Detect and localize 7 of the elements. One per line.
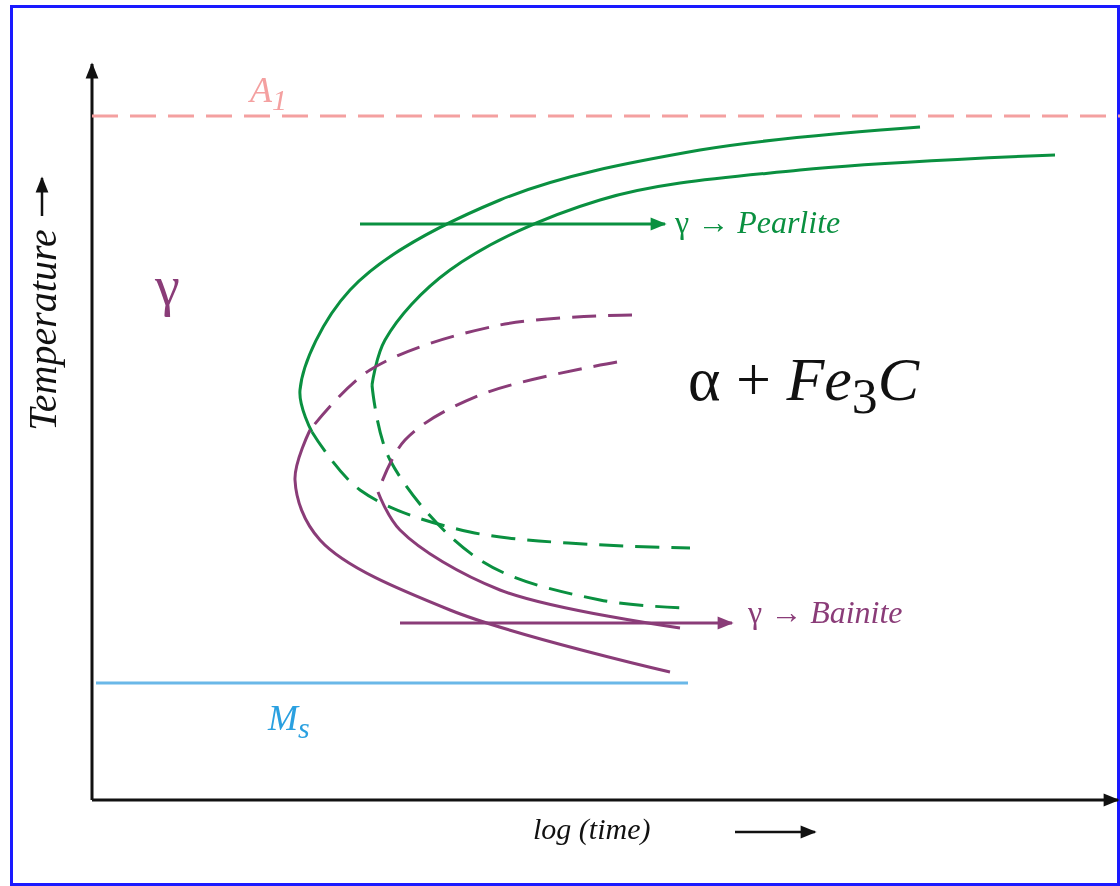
axis-title: Temperature xyxy=(22,229,63,431)
axis-title: log (time) xyxy=(533,814,651,844)
phase-label: α + Fe$_{3}$C xyxy=(688,348,920,423)
transformation-label: γ → Bainite xyxy=(748,596,903,628)
axis-label: M$_{s}$ xyxy=(268,700,310,744)
transformation-label: γ → Pearlite xyxy=(675,206,841,238)
axis-label: A$_{1}$ xyxy=(250,72,287,116)
